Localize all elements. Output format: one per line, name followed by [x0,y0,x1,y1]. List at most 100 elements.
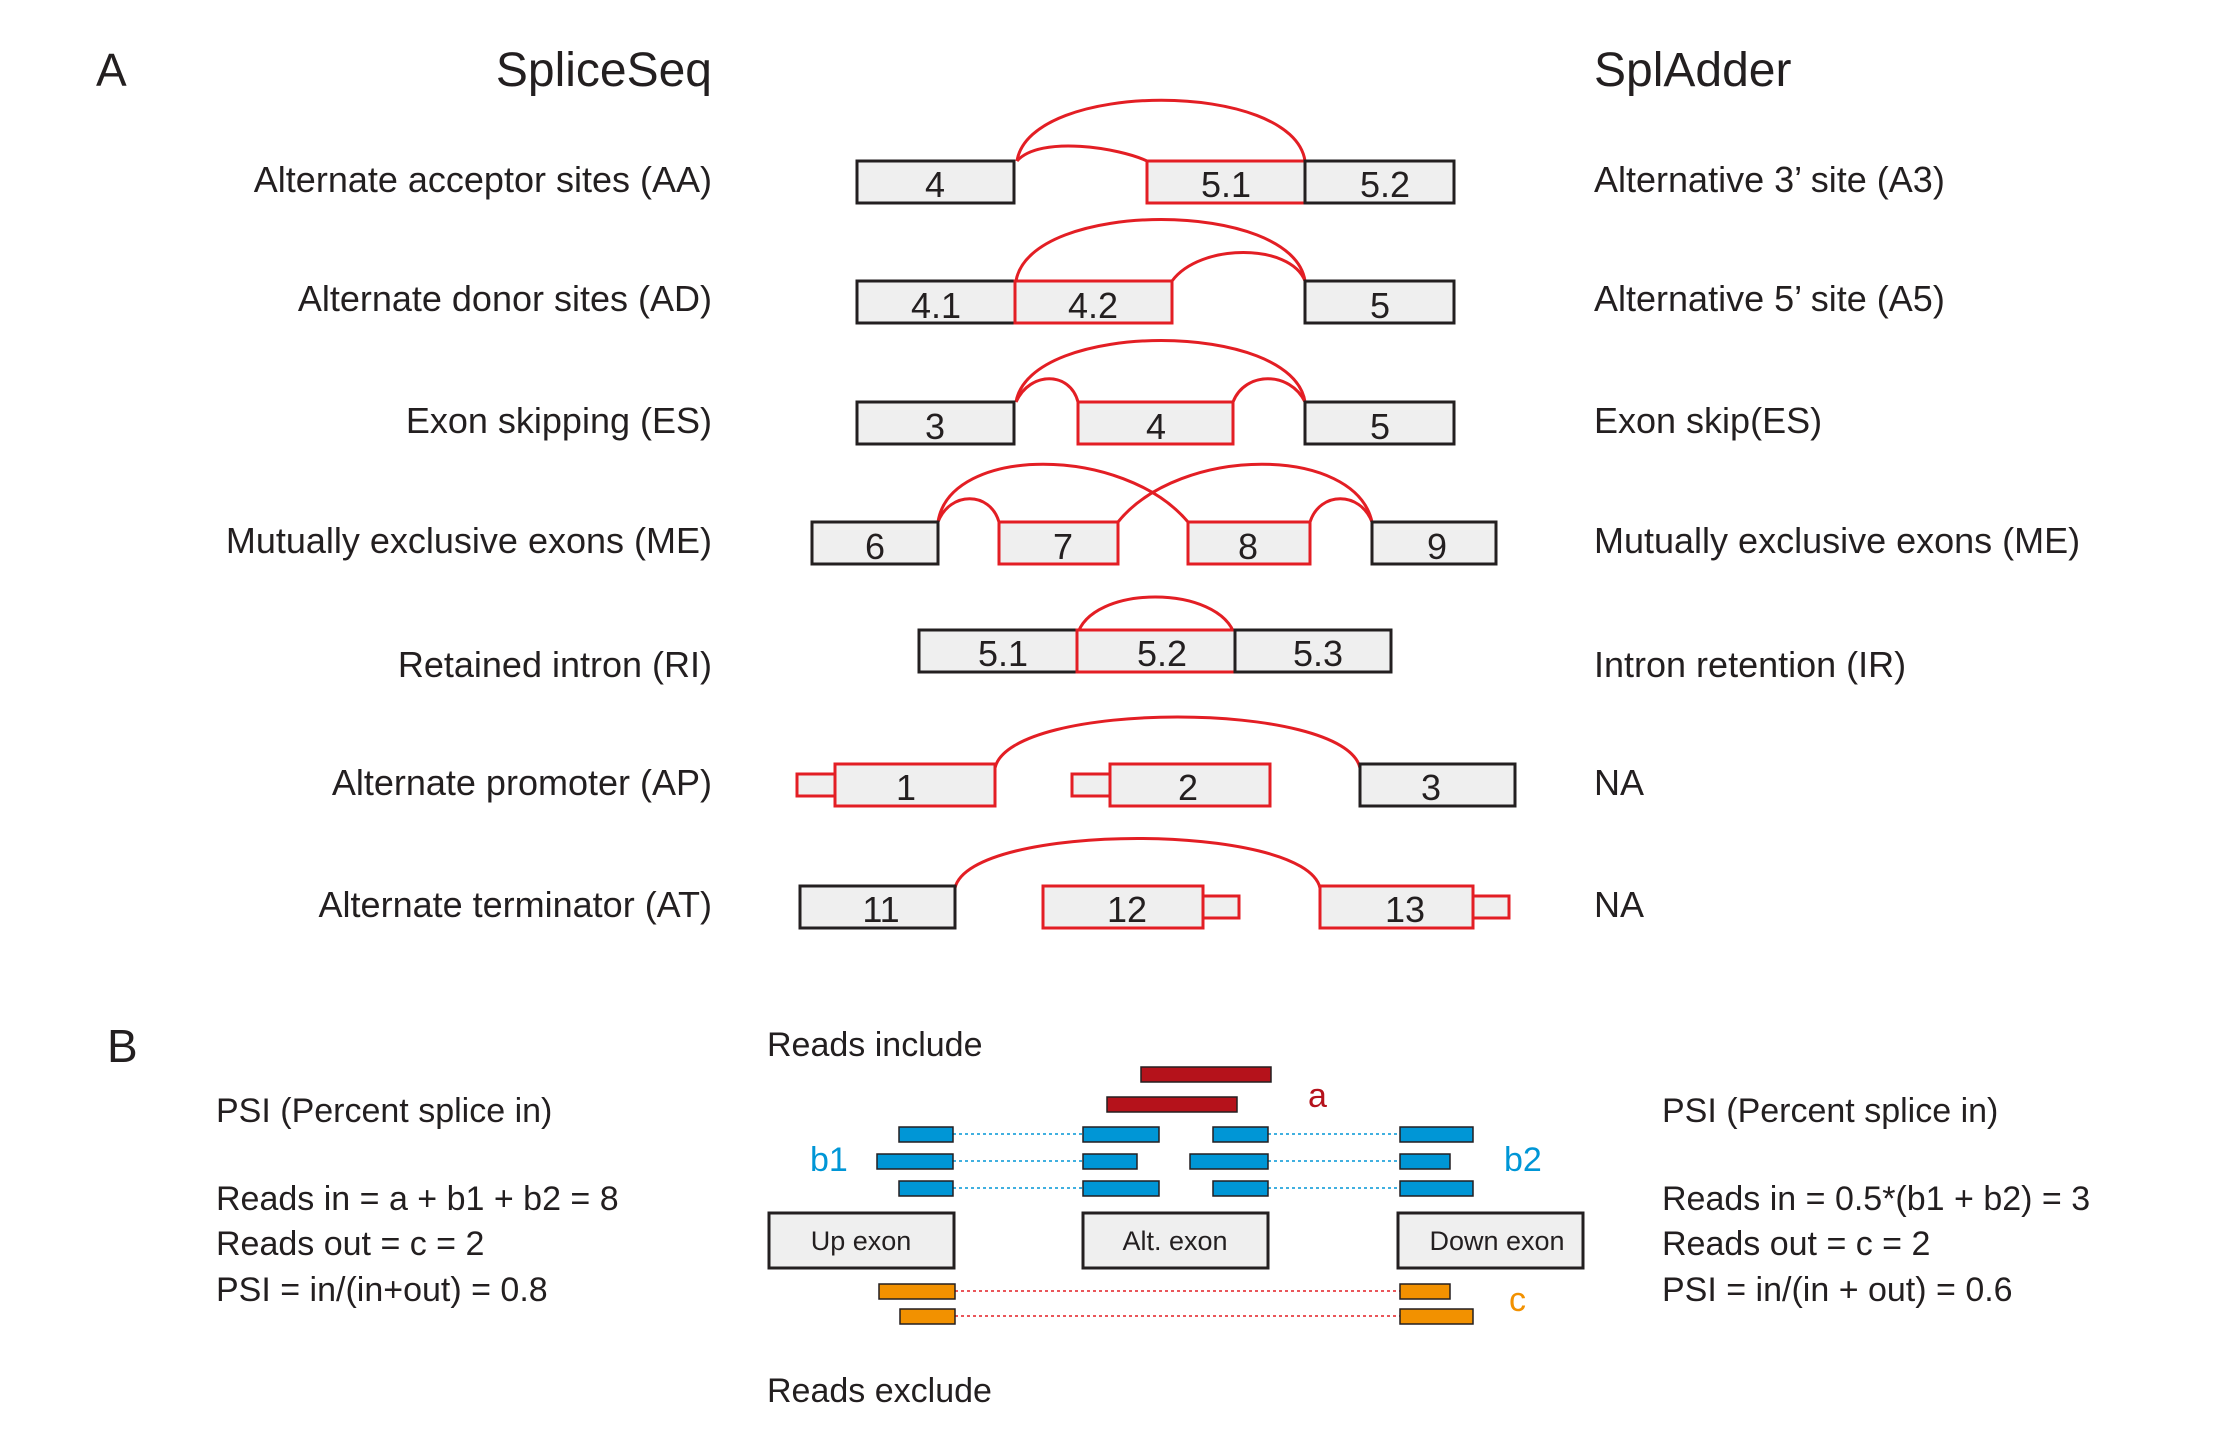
read-c [1399,1283,1451,1300]
event-label-ap-right: NA [1594,762,1644,803]
exon-number: 3 [1421,767,1441,808]
up-exon-box [767,1211,956,1270]
spladder-event-labels: Alternative 3’ site (A3) Alternative 5’ … [1594,159,2080,925]
exon-box-alt [997,520,1120,566]
event-label-es: Exon skipping (ES) [406,400,712,441]
exon-number: 11 [862,889,899,930]
read-c [899,1308,956,1325]
exon-number: 2 [1178,767,1198,808]
exon-number: 7 [1053,526,1073,567]
event-label-at: Alternate terminator (AT) [319,884,712,925]
exon-box [1303,159,1456,205]
panel-b-exons [767,1211,1585,1270]
event-label-me-right: Mutually exclusive exons (ME) [1594,520,2080,561]
utr-box [1471,894,1511,920]
arc-es-skip [1014,339,1307,403]
read-a [1106,1096,1238,1113]
splice-arcs [936,98,1374,889]
exon-number: 1 [896,767,916,808]
reads-b [876,1126,1474,1197]
exon-box-alt [1108,762,1272,808]
spliceseq-header: SpliceSeq [496,44,712,97]
read-label-b2: b2 [1504,1141,1542,1179]
reads-c [878,1283,1474,1325]
exon-box-alt [833,762,997,808]
read-b2 [1212,1126,1269,1143]
exon-box [798,884,957,930]
reads-a [1106,1066,1272,1113]
arc-at [953,837,1322,889]
read-a [1140,1066,1272,1083]
read-b1 [1082,1153,1138,1170]
arc-me-down [1308,497,1374,523]
spladder-psi-formula: PSI (Percent splice in) Reads in = 0.5*(… [1662,1092,2090,1309]
exon-box [1303,279,1456,325]
exon-numbers: 4 5.1 5.2 4.1 4.2 5 3 4 5 6 7 8 9 5.1 5.… [862,164,1447,930]
read-b1 [1082,1126,1160,1143]
spliceseq-psi-formula: PSI (Percent splice in) Reads in = a + b… [216,1092,619,1309]
arc-aa-long [1015,98,1307,162]
exon-boxes [795,159,1517,930]
arc-ad-long [1014,218,1307,282]
exon-number: 5.1 [1201,164,1251,205]
read-connectors [953,1133,1400,1317]
alt-exon-label: Alt. exon [1122,1226,1227,1256]
read-b2 [1189,1153,1269,1170]
exon-number: 13 [1385,889,1425,930]
exon-box-alt [1186,520,1312,566]
exon-number: 3 [925,406,945,447]
utr-box [795,772,837,798]
exon-number: 9 [1427,526,1447,567]
psi-reads-out-left: Reads out = c = 2 [216,1225,484,1263]
psi-reads-in-left: Reads in = a + b1 + b2 = 8 [216,1180,619,1218]
psi-title-left: PSI (Percent splice in) [216,1092,552,1130]
spliceseq-event-labels: Alternate acceptor sites (AA) Alternate … [226,159,712,925]
exon-box [1358,762,1517,808]
exon-box [855,159,1016,205]
exon-box [1303,400,1456,446]
arc-me-up [936,497,1001,523]
up-exon-label: Up exon [811,1226,912,1256]
panel-a-letter: A [96,44,127,96]
event-label-aa: Alternate acceptor sites (AA) [254,159,712,200]
psi-value-left: PSI = in/(in+out) = 0.8 [216,1271,548,1309]
event-label-ir: Intron retention (IR) [1594,644,1906,685]
exon-box-alt [1075,628,1237,674]
exon-box [855,400,1016,446]
psi-reads-out-right: Reads out = c = 2 [1662,1225,1930,1263]
exon-box [1370,520,1498,566]
utr-box [1070,772,1112,798]
read-c [1399,1308,1474,1325]
exon-box [1233,628,1393,674]
read-b2 [1399,1153,1451,1170]
read-b2 [1212,1180,1269,1197]
down-exon-box [1396,1211,1585,1270]
event-label-ap: Alternate promoter (AP) [332,762,712,803]
read-b2 [1399,1126,1474,1143]
event-label-me: Mutually exclusive exons (ME) [226,520,712,561]
exon-number: 4.2 [1068,285,1118,326]
exon-box [917,628,1079,674]
arc-ad-short [1170,251,1307,282]
psi-value-right: PSI = in/(in + out) = 0.6 [1662,1271,2013,1309]
read-label-b1: b1 [810,1141,848,1179]
psi-title-right: PSI (Percent splice in) [1662,1092,1998,1130]
read-b1 [898,1180,954,1197]
arc-aa-short [1015,144,1148,163]
read-b1 [1082,1180,1160,1197]
arc-me-a [936,462,1190,523]
alt-exon-box [1081,1211,1270,1270]
event-label-ri: Retained intron (RI) [398,644,712,685]
read-label-a: a [1308,1077,1327,1115]
exon-number: 4 [925,164,945,205]
reads-include-label: Reads include [767,1026,982,1064]
read-b2 [1399,1180,1474,1197]
arc-me-b [1116,462,1374,523]
psi-reads-in-right: Reads in = 0.5*(b1 + b2) = 3 [1662,1180,2090,1218]
event-label-es-right: Exon skip(ES) [1594,400,1822,441]
exon-number: 12 [1107,889,1147,930]
read-b1 [898,1126,954,1143]
exon-number: 4 [1146,406,1166,447]
event-label-at-right: NA [1594,884,1644,925]
exon-number: 5 [1370,406,1390,447]
